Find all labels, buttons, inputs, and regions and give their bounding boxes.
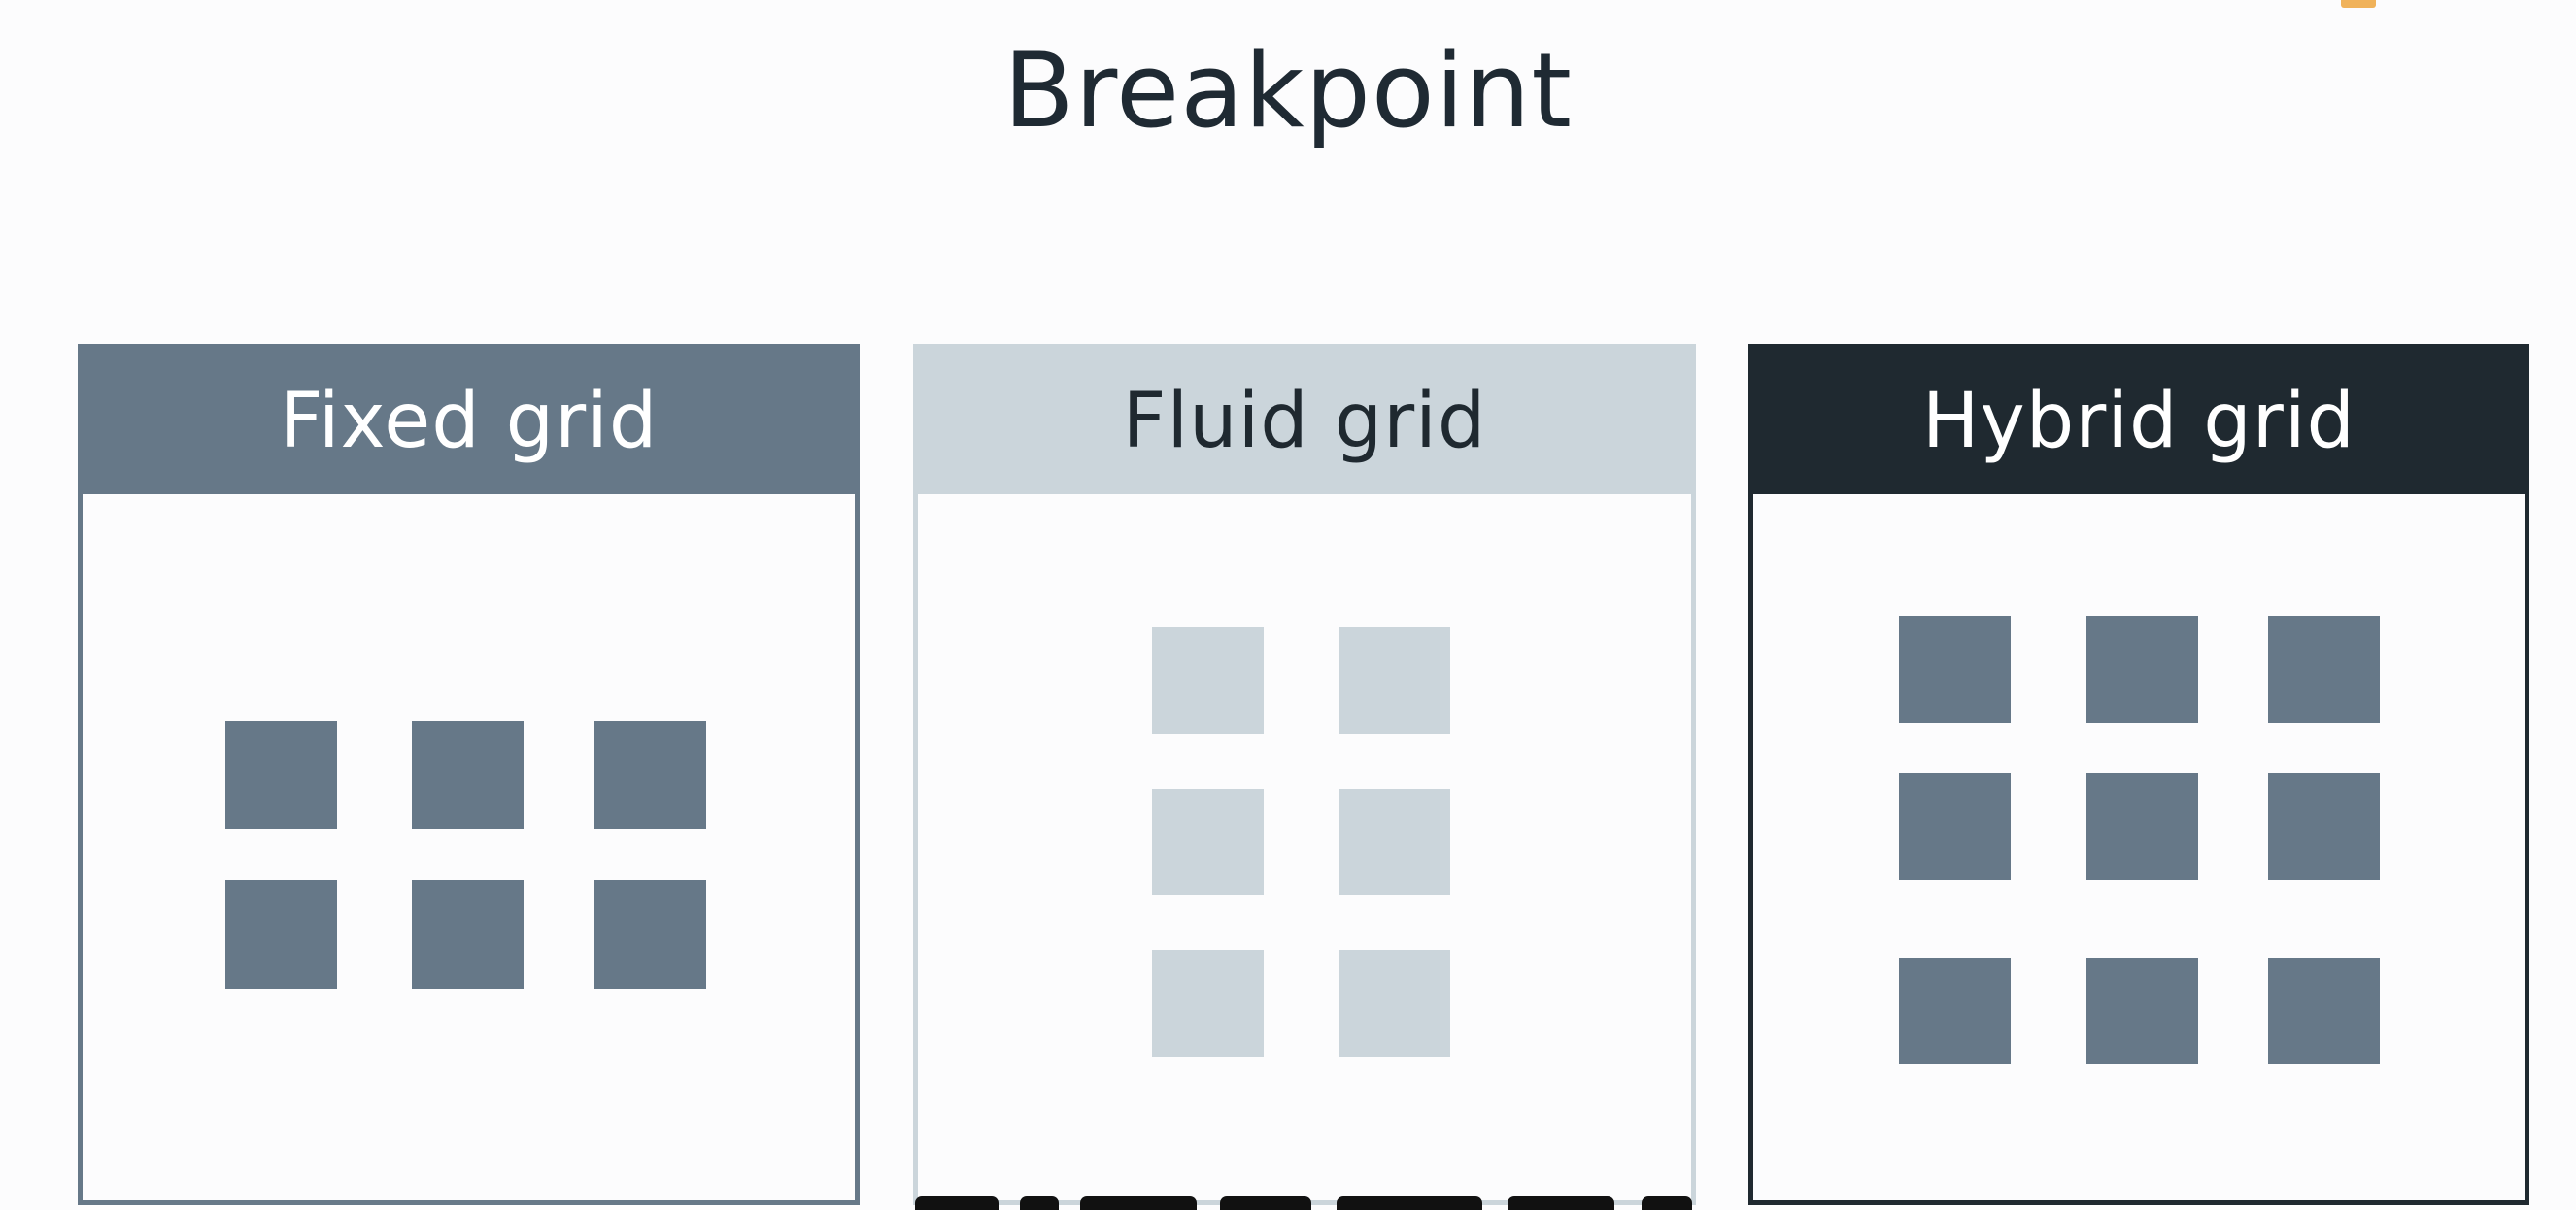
- hybrid-grid-cell: [2086, 773, 2198, 880]
- hybrid-grid-cell: [2086, 616, 2198, 723]
- fixed-grid-panel: Fixed grid: [78, 344, 860, 1205]
- hybrid-grid-panel: Hybrid grid: [1748, 344, 2529, 1205]
- fluid-grid-header: Fluid grid: [918, 349, 1691, 494]
- fixed-grid-cell: [594, 721, 706, 829]
- fixed-grid-cell: [225, 721, 337, 829]
- fixed-grid-cell: [412, 880, 524, 989]
- fluid-grid-cell: [1339, 627, 1450, 734]
- hybrid-grid-cell: [1899, 958, 2011, 1064]
- fluid-grid-cell: [1152, 627, 1264, 734]
- fixed-grid-cell: [412, 721, 524, 829]
- hybrid-grid-cell: [2268, 773, 2380, 880]
- page-title: Breakpoint: [1003, 31, 1573, 151]
- fluid-grid-cell: [1152, 789, 1264, 895]
- cropped-caption-text: [903, 1196, 1710, 1210]
- hybrid-grid-cell: [2268, 958, 2380, 1064]
- hybrid-grid-cell: [2268, 616, 2380, 723]
- fluid-grid-cell: [1339, 789, 1450, 895]
- hybrid-grid-cell: [2086, 958, 2198, 1064]
- fixed-grid-header: Fixed grid: [83, 349, 855, 494]
- fixed-grid-cell: [594, 880, 706, 989]
- corner-accent-mark: [2341, 0, 2376, 8]
- fluid-grid-panel: Fluid grid: [913, 344, 1696, 1205]
- fluid-grid-cell: [1152, 950, 1264, 1057]
- hybrid-grid-header: Hybrid grid: [1753, 349, 2525, 494]
- hybrid-grid-cell: [1899, 616, 2011, 723]
- fixed-grid-cell: [225, 880, 337, 989]
- hybrid-grid-cell: [1899, 773, 2011, 880]
- fluid-grid-cell: [1339, 950, 1450, 1057]
